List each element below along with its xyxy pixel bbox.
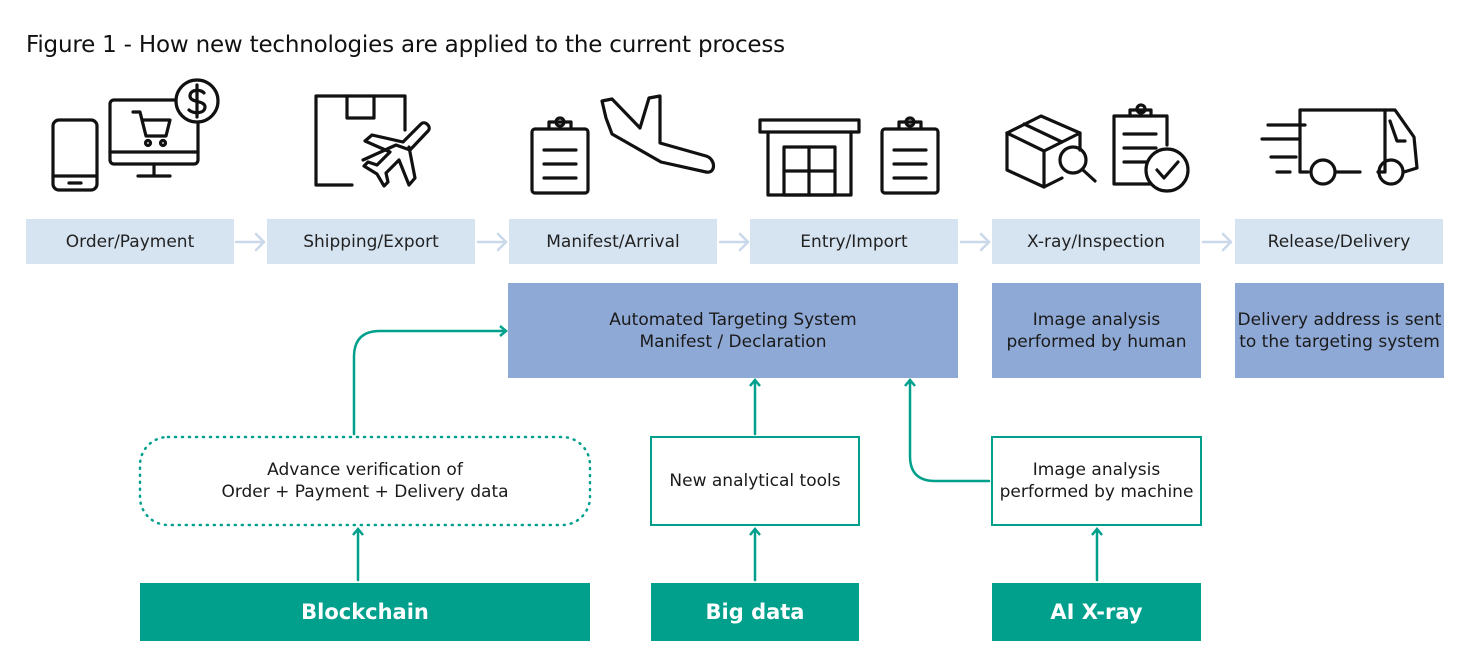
stage-shipping-export: Shipping/Export (267, 219, 475, 264)
targeting-system-box: Automated Targeting System Manifest / De… (508, 283, 958, 378)
targeting-line-1: Automated Targeting System (609, 309, 857, 330)
figure-title: Figure 1 - How new technologies are appl… (26, 32, 785, 58)
computer-cart-icon (108, 98, 200, 178)
machine-analysis-box: Image analysis performed by machine (991, 436, 1202, 526)
stage-release-delivery: Release/Delivery (1235, 219, 1443, 264)
stage-arrow (234, 232, 266, 252)
ai-xray-box: AI X-ray (992, 583, 1201, 641)
stage-arrows (234, 232, 1233, 252)
arrow-machine-to-targeting (904, 378, 991, 483)
stage-order-payment: Order/Payment (26, 219, 234, 264)
dollar-icon (174, 78, 220, 124)
analytical-tools-box: New analytical tools (650, 436, 860, 526)
airplane-landing-icon (600, 94, 716, 174)
stage-arrow (1201, 232, 1233, 252)
smartphone-icon (51, 118, 99, 192)
big-data-box: Big data (651, 583, 859, 641)
delivery-address-line-2: to the targeting system (1239, 331, 1440, 352)
warehouse-icon (758, 118, 861, 197)
human-analysis-line-1: Image analysis (1032, 309, 1161, 330)
analytical-tools-label: New analytical tools (669, 471, 841, 491)
advance-verification-line-2: Order + Payment + Delivery data (221, 482, 509, 502)
machine-analysis-line-1: Image analysis (1032, 460, 1161, 480)
clipboard-check-icon (1112, 103, 1190, 193)
clipboard-icon (880, 116, 940, 195)
airplane-takeoff-icon (361, 121, 431, 188)
blockchain-box: Blockchain (140, 583, 590, 641)
stage-manifest-arrival: Manifest/Arrival (509, 219, 717, 264)
human-analysis-line-2: performed by human (1006, 331, 1187, 352)
advance-verification-box: Advance verification of Order + Payment … (140, 436, 590, 526)
advance-verification-line-1: Advance verification of (267, 460, 463, 480)
stage-xray-inspection: X-ray/Inspection (992, 219, 1200, 264)
advance-verification-outline (138, 435, 592, 527)
clipboard-icon (530, 116, 590, 195)
human-analysis-box: Image analysis performed by human (992, 283, 1201, 378)
stage-arrow (476, 232, 508, 252)
delivery-truck-icon (1260, 108, 1419, 186)
stage-arrow (959, 232, 991, 252)
package-icon (314, 94, 407, 187)
delivery-address-box: Delivery address is sent to the targetin… (1235, 283, 1444, 378)
stage-arrow (718, 232, 750, 252)
stage-entry-import: Entry/Import (750, 219, 958, 264)
box-magnifier-icon (1005, 114, 1097, 189)
machine-analysis-line-2: performed by machine (999, 482, 1194, 502)
delivery-address-line-1: Delivery address is sent (1237, 309, 1442, 330)
targeting-line-2: Manifest / Declaration (639, 331, 827, 352)
arrow-verification-to-targeting (352, 325, 508, 436)
